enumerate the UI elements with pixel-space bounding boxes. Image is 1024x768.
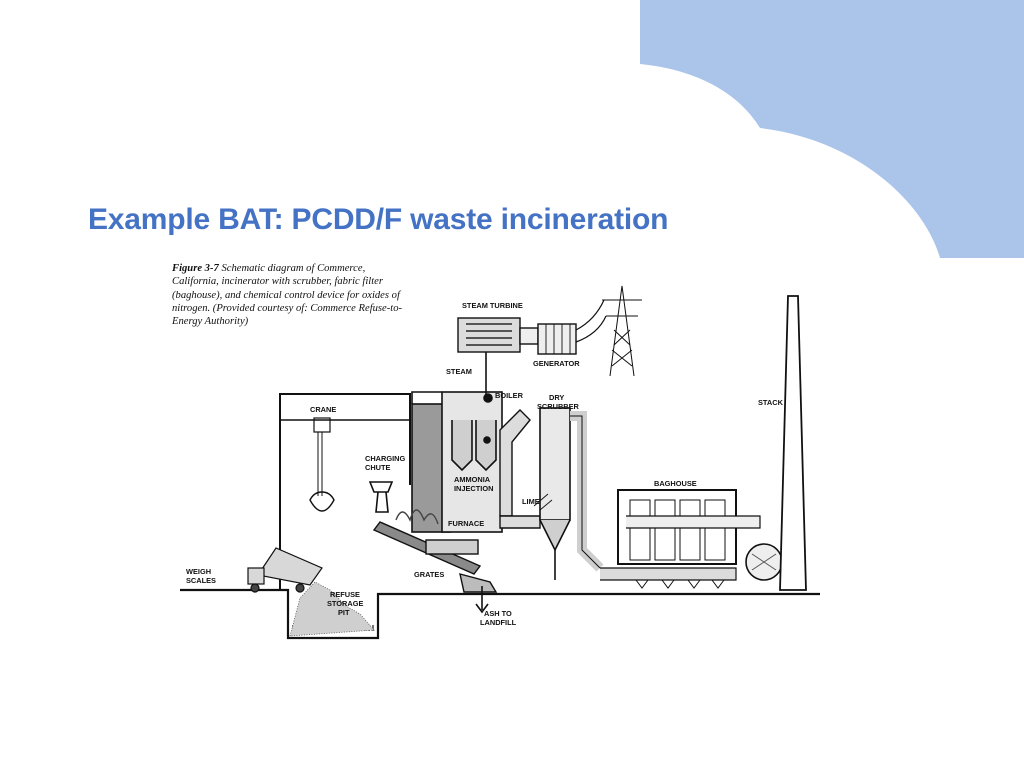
label-ash-to-landfill-line2: LANDFILL xyxy=(480,618,517,627)
label-lime: LIME xyxy=(522,497,540,506)
label-refuse-storage-pit-line1: REFUSE xyxy=(330,590,360,599)
flue-duct xyxy=(499,409,541,529)
label-boiler: BOILER xyxy=(495,391,524,400)
charging-chute xyxy=(368,481,394,513)
label-steam-turbine: STEAM TURBINE xyxy=(462,301,523,310)
label-dry-scrubber-line1: DRY xyxy=(549,393,564,402)
label-ammonia-injection-line1: AMMONIA xyxy=(454,475,491,484)
grates xyxy=(372,509,498,593)
label-baghouse: BAGHOUSE xyxy=(654,479,697,488)
label-furnace: FURNACE xyxy=(448,519,484,528)
label-grates: GRATES xyxy=(414,570,444,579)
label-steam: STEAM xyxy=(446,367,472,376)
figure-caption-text: Schematic diagram of Commerce, Californi… xyxy=(172,263,403,328)
label-refuse-storage-pit-line3: PIT xyxy=(338,608,350,617)
crane-building xyxy=(279,393,411,590)
label-refuse-storage-pit-line2: STORAGE xyxy=(327,599,363,608)
truck-icon xyxy=(247,547,323,593)
baghouse xyxy=(600,489,761,589)
steam-turbine xyxy=(457,317,539,353)
figure-caption: Figure 3-7 Schematic diagram of Commerce… xyxy=(172,262,412,328)
ground-line xyxy=(180,588,820,640)
label-dry-scrubber-line2: SCRUBBER xyxy=(537,402,580,411)
label-weigh-scales-line2: SCALES xyxy=(186,576,216,585)
dry-scrubber xyxy=(533,407,604,580)
furnace-boiler xyxy=(411,391,503,533)
label-generator: GENERATOR xyxy=(533,359,580,368)
stack xyxy=(779,295,807,591)
label-stack: STACK xyxy=(758,398,784,407)
label-crane: CRANE xyxy=(310,405,336,414)
label-ammonia-injection-line2: INJECTION xyxy=(454,484,493,493)
label-charging-chute-line2: CHUTE xyxy=(365,463,391,472)
generator xyxy=(537,323,577,355)
label-ash-to-landfill-line1: ASH TO xyxy=(484,609,512,618)
figure-caption-label: Figure 3-7 xyxy=(172,263,219,274)
label-weigh-scales-line1: WEIGH xyxy=(186,567,211,576)
fan-blades xyxy=(751,553,777,571)
transmission-tower-icon xyxy=(575,285,642,377)
label-charging-chute-line1: CHARGING xyxy=(365,454,405,463)
refuse-heap xyxy=(289,581,375,637)
ash-arrowhead xyxy=(475,603,489,614)
slide-title: Example BAT: PCDD/F waste incineration xyxy=(88,203,669,236)
